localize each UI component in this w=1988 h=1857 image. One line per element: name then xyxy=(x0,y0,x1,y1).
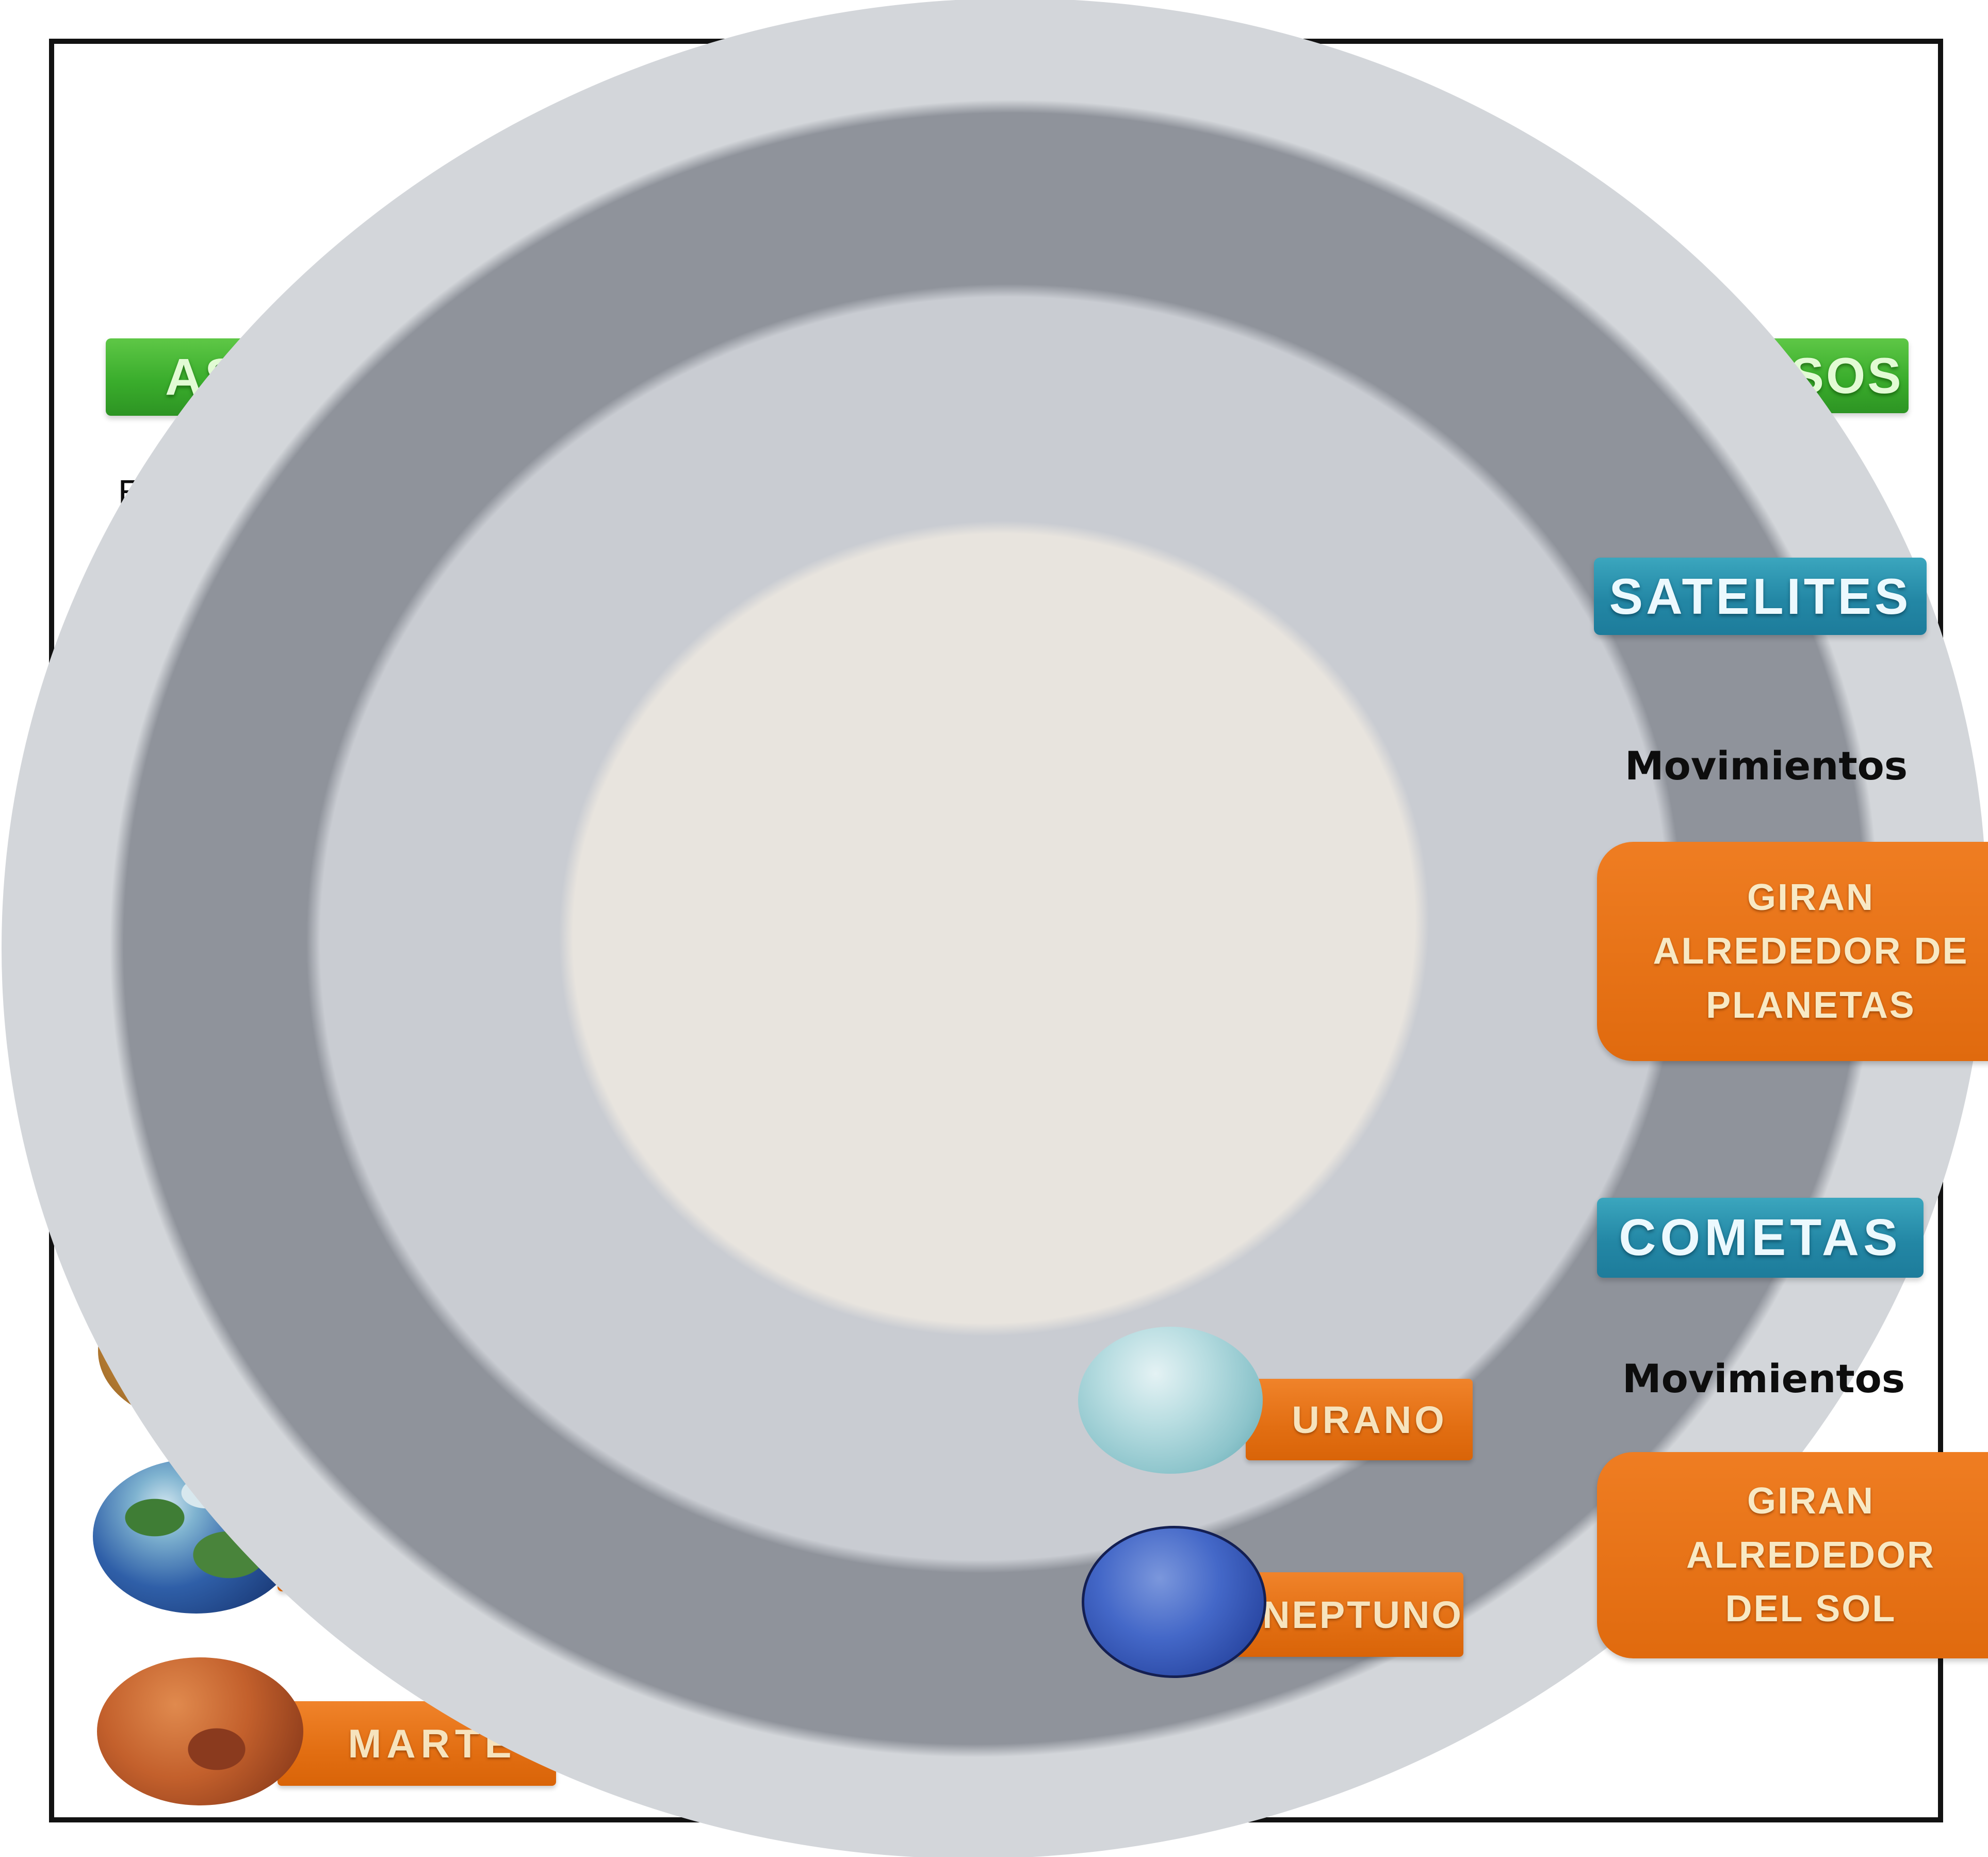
label-movimientos-satelites: Movimientos xyxy=(1625,743,1908,789)
node-cometas: COMETAS xyxy=(1597,1198,1924,1278)
label-movimientos-cometas: Movimientos xyxy=(1622,1356,1905,1402)
urano-image xyxy=(1078,1327,1263,1474)
node-satelites: SATELITES xyxy=(1594,558,1927,635)
node-giran-alrededor-del-sol: GIRAN ALREDEDOR DEL SOL xyxy=(1597,1452,1988,1658)
node-giran-alrededor-de-planetas: GIRAN ALREDEDOR DE PLANETAS xyxy=(1597,842,1988,1061)
planet-label-urano: URANO xyxy=(1246,1379,1473,1460)
saturno-ball xyxy=(61,6,182,117)
marte-image xyxy=(97,1657,303,1805)
urano-text: URANO xyxy=(1292,1398,1447,1441)
neptuno-image xyxy=(1082,1526,1266,1678)
neptuno-text: NEPTUNO xyxy=(1262,1593,1463,1636)
